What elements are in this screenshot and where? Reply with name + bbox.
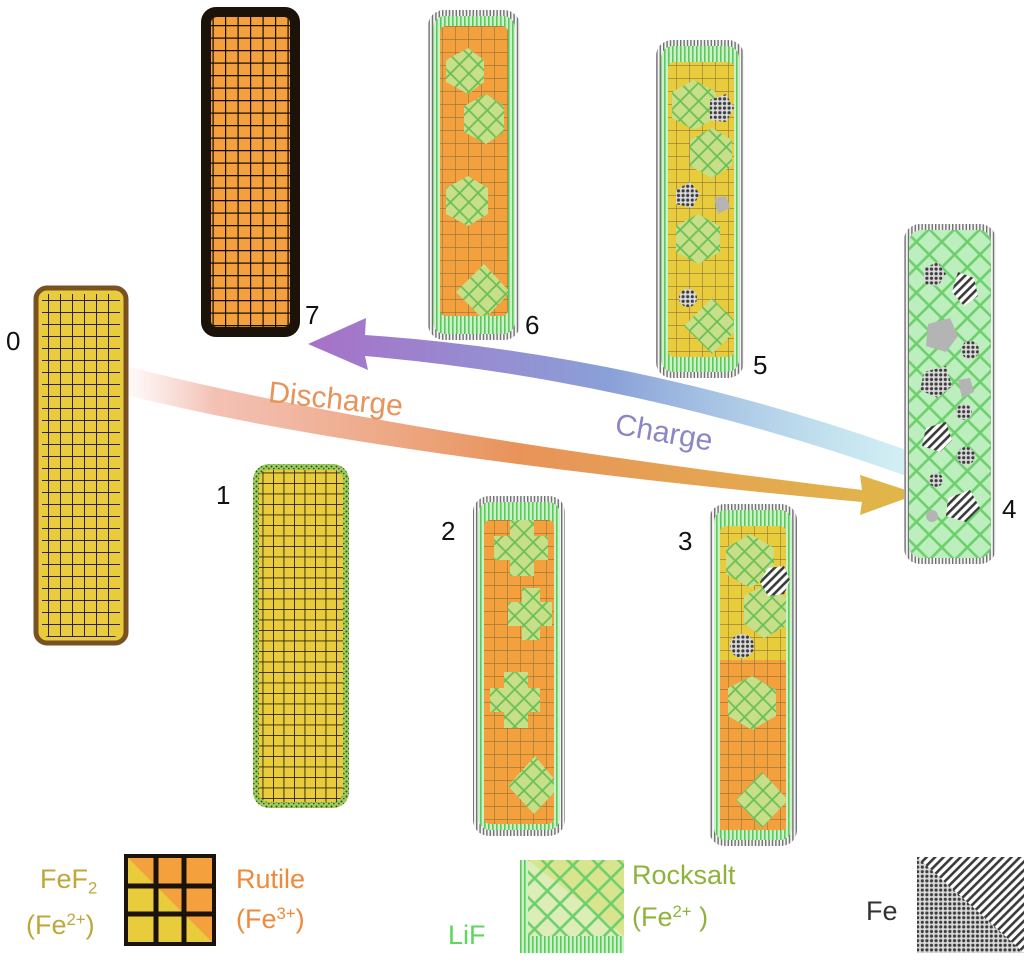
particle-6 <box>428 10 520 340</box>
legend-rocksalt-fe2: (Fe2+ ) <box>632 902 709 933</box>
state-label-1: 1 <box>216 480 231 510</box>
legend-swatch-fef2-rutile <box>124 854 216 946</box>
legend-lif: LiF <box>448 920 486 950</box>
particle-0-fef2 <box>33 285 129 646</box>
legend-rocksalt: Rocksalt <box>632 860 736 890</box>
particle-4 <box>904 224 996 564</box>
legend-swatch-fe <box>917 857 1024 953</box>
particle-7-rutile <box>201 7 300 337</box>
state-label-0: 0 <box>6 326 21 356</box>
state-label-2: 2 <box>441 516 456 546</box>
legend-fe2: (Fe2+) <box>26 910 95 941</box>
discharge-arrow <box>118 364 918 515</box>
particle-3 <box>709 504 797 846</box>
particle-1 <box>253 464 349 808</box>
state-label-7: 7 <box>305 300 320 330</box>
state-label-3: 3 <box>678 526 693 556</box>
legend-fe: Fe <box>866 896 898 926</box>
state-label-4: 4 <box>1002 494 1017 524</box>
state-label-5: 5 <box>753 350 768 380</box>
particle-5 <box>656 40 744 378</box>
legend-fef2: FeF2 <box>40 864 98 898</box>
legend-swatch-lif-rocksalt <box>520 860 624 953</box>
legend-fe3: (Fe3+) <box>236 904 305 935</box>
charge-arrow <box>308 318 912 478</box>
state-label-6: 6 <box>525 310 540 340</box>
particle-2 <box>473 496 565 836</box>
legend-rutile: Rutile <box>236 864 306 894</box>
